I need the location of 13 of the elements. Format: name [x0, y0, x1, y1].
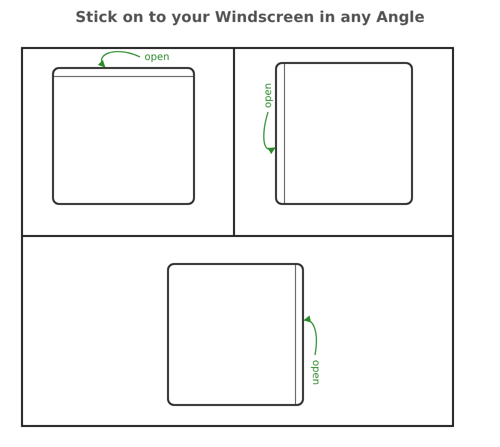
device-drawing — [52, 67, 195, 205]
curved-arrow — [98, 51, 140, 68]
open-label: open — [310, 360, 320, 384]
device-drawing — [167, 263, 304, 406]
panel-frame — [21, 47, 235, 237]
device-drawing — [275, 62, 413, 205]
panel-frame — [21, 235, 454, 427]
title: Stick on to your Windscreen in any Angle — [74, 8, 426, 26]
curved-arrow — [263, 112, 276, 154]
open-label: open — [262, 82, 274, 108]
curved-arrow — [303, 316, 317, 356]
open-label: open — [144, 52, 170, 62]
panel-frame — [233, 47, 454, 237]
